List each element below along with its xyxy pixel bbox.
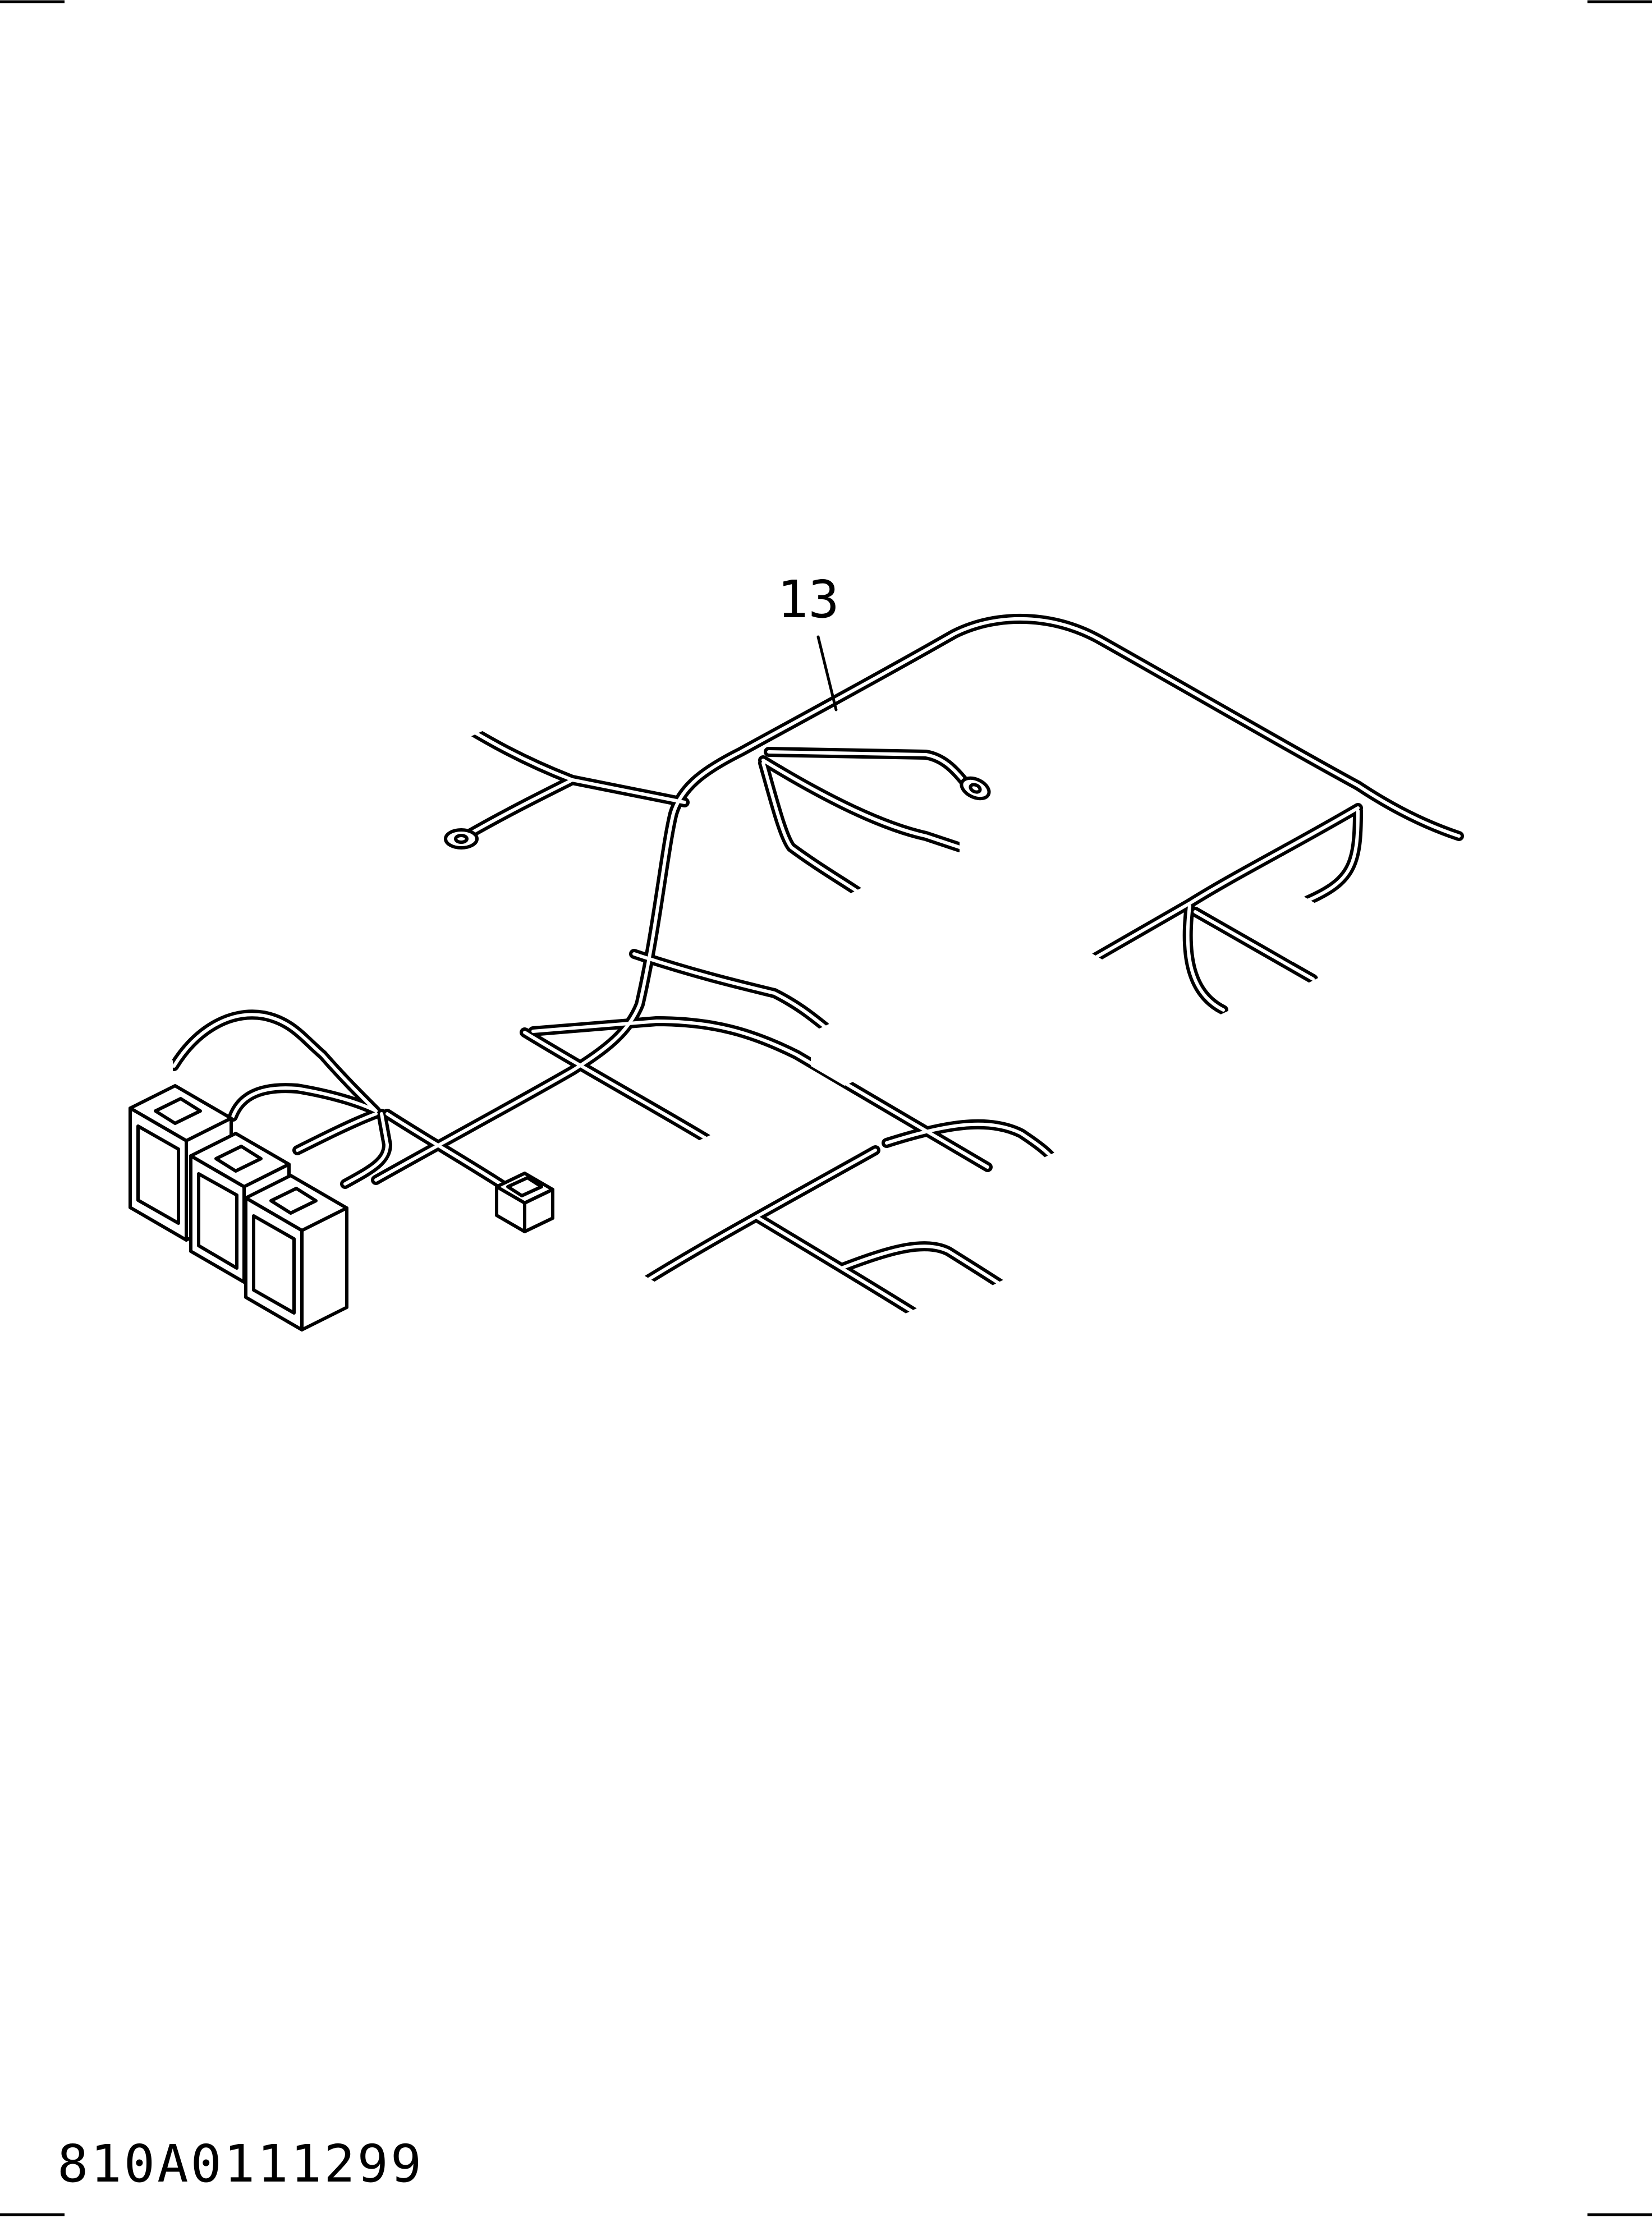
branch-lower-front-core bbox=[638, 1149, 877, 1287]
harness-wires bbox=[169, 613, 1464, 1318]
connector-large-center bbox=[960, 822, 1105, 945]
branch-lower-front-square-core bbox=[840, 1245, 1012, 1292]
ring-terminal-left bbox=[444, 828, 479, 850]
connectors bbox=[61, 673, 1622, 1375]
branch-ring-terminal-left-core bbox=[464, 778, 574, 838]
drawing-number: 810A0111299 bbox=[57, 2134, 424, 2194]
branch-large-connector-core bbox=[761, 759, 961, 849]
branch-ring-terminal-top-core bbox=[767, 750, 967, 784]
branch-block-4-core bbox=[343, 1112, 389, 1186]
block-connector-4 bbox=[244, 1174, 348, 1331]
branch-lower-far-right-core bbox=[885, 1122, 1057, 1163]
branch-right-small-lower-core bbox=[1186, 904, 1225, 1012]
connector-lower-center bbox=[965, 1184, 1035, 1254]
branch-block-3-core bbox=[296, 1112, 378, 1152]
branch-large-connector bbox=[758, 755, 965, 852]
connector-lower-front-square bbox=[988, 1268, 1072, 1375]
main-trunk-wire-core bbox=[374, 617, 1461, 1182]
branch-lower-front-right-core bbox=[756, 1216, 916, 1315]
connector-right-square bbox=[1305, 965, 1389, 1072]
branch-right-group-core bbox=[1188, 806, 1360, 905]
branch-block-2-core bbox=[231, 1086, 378, 1118]
harness-wire-cores bbox=[172, 617, 1461, 1315]
branch-small-connector-left-core bbox=[386, 1112, 507, 1188]
branch-long-connector-core bbox=[761, 761, 860, 894]
block-connector-2 bbox=[129, 1084, 233, 1242]
callout-leader-line bbox=[816, 635, 838, 711]
callout-13-label: 13 bbox=[777, 570, 839, 630]
branch-lower-middle-core bbox=[523, 1031, 709, 1141]
branch-right-square-core bbox=[1194, 910, 1315, 981]
branch-right-small-upper-core bbox=[1306, 809, 1360, 902]
branch-top-left bbox=[455, 719, 690, 807]
ring-terminal-top bbox=[960, 776, 991, 801]
connector-large-right bbox=[1476, 816, 1622, 940]
connector-small-left bbox=[495, 1172, 554, 1233]
connector-slim bbox=[847, 884, 976, 979]
branch-mid-connector-core bbox=[632, 952, 827, 1028]
branch-block-1-core bbox=[172, 1013, 378, 1113]
connector-right-left bbox=[1047, 948, 1117, 1018]
